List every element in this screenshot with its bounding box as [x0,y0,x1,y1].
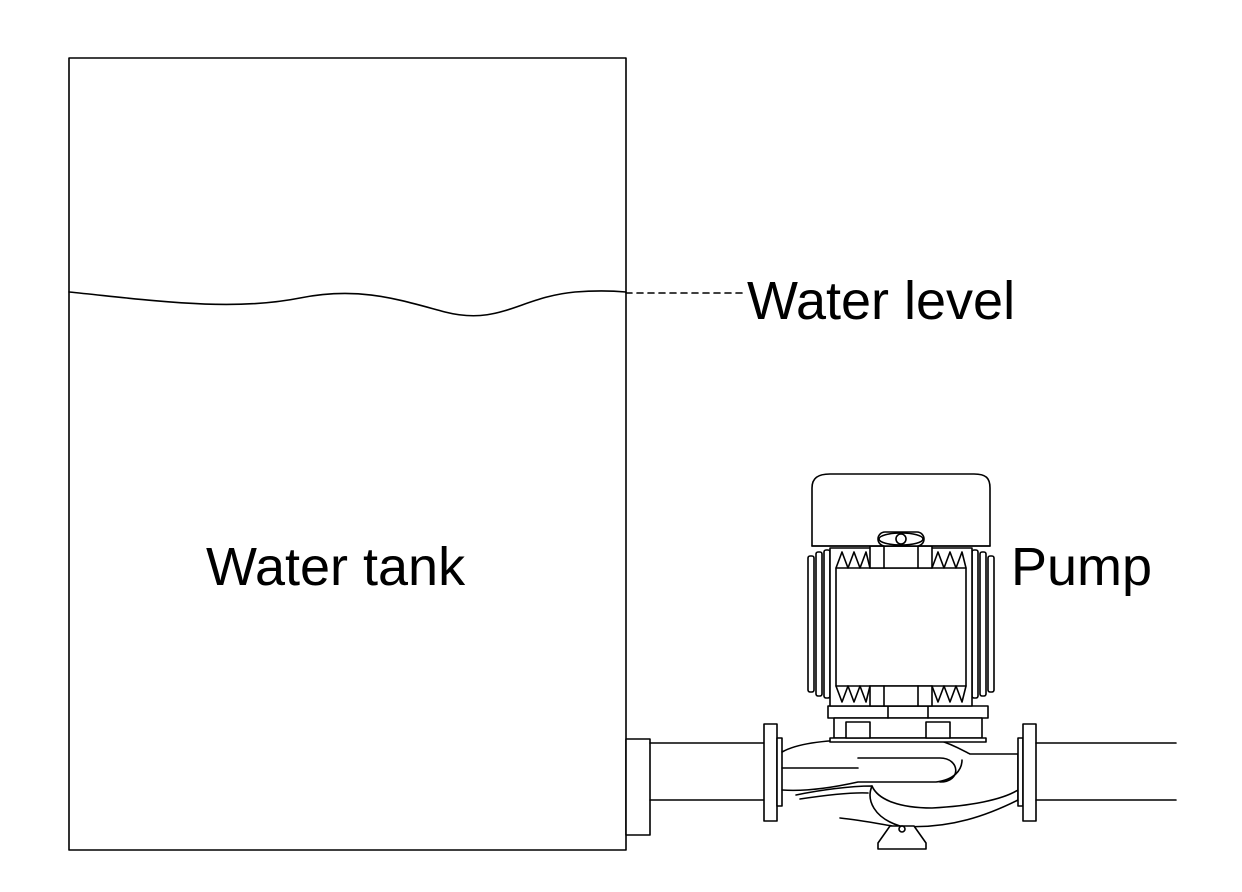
outlet-pipe [1035,742,1177,801]
inlet-flange [763,723,783,822]
motor-fins-left [807,549,831,699]
water-level-label: Water level [747,271,1016,331]
pump-label: Pump [1011,537,1153,597]
pump-foot [877,825,927,850]
inlet-pipe [649,742,765,801]
terminal-box-emblem [878,532,924,546]
pump-bracket [827,705,989,743]
tank-outlet-nozzle [625,738,651,836]
motor-body [829,545,973,707]
outlet-flange [1017,723,1037,822]
water-surface [68,290,627,317]
water-tank [68,57,627,851]
water-tank-label: Water tank [206,537,466,597]
motor-fins-right [971,549,995,699]
pump-volute [781,739,1019,828]
